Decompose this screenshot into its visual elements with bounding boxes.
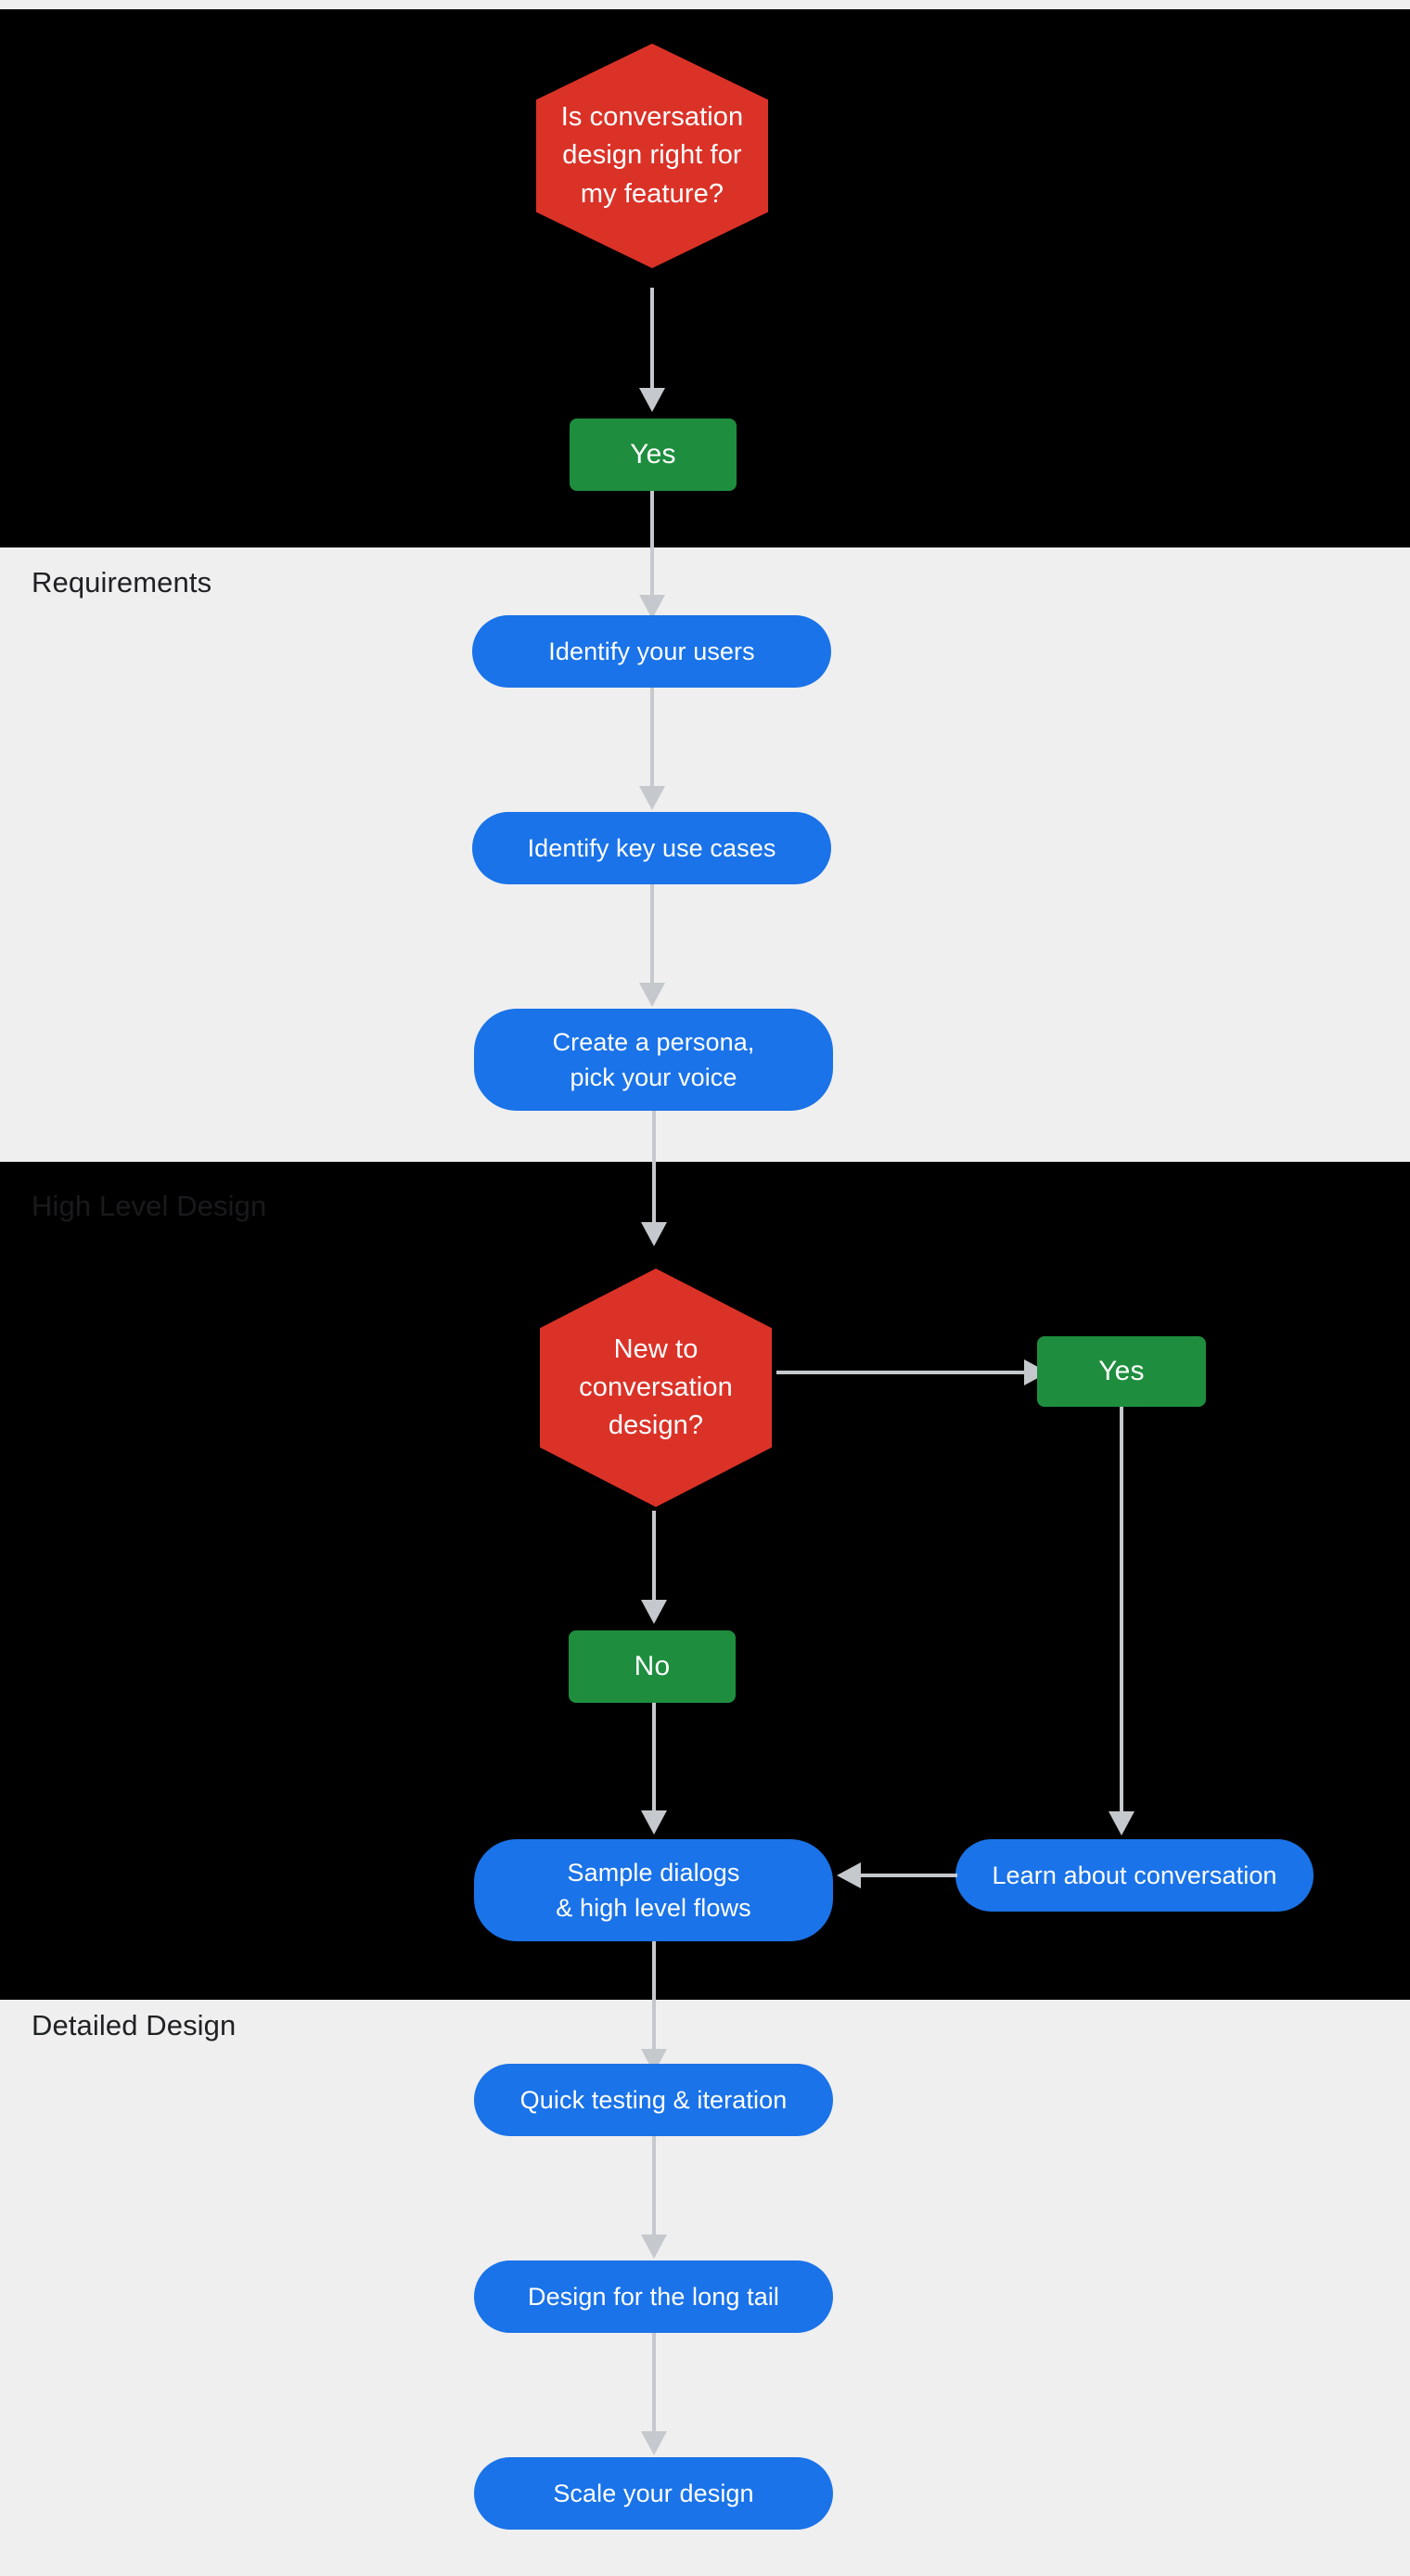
- sample-dialogs-line-1: Sample dialogs: [567, 1858, 740, 1887]
- sample-dialogs-line-2: & high level flows: [556, 1894, 751, 1922]
- arrowhead-yes2-to-learn-conversation: [1109, 1811, 1134, 1835]
- connector-identify-users-to-use-cases: [650, 688, 654, 790]
- connector-sample-dialogs-to-quick-testing: [652, 1941, 656, 2053]
- arrowhead-identify-users-to-use-cases: [639, 786, 665, 810]
- connector-use-cases-to-persona: [650, 884, 654, 986]
- section-title-high-level-design: High Level Design: [32, 1190, 267, 1222]
- connector-long-tail-to-scale-design: [652, 2333, 656, 2435]
- answer-node-yes-1[interactable]: Yes: [570, 419, 737, 491]
- step-node-design-for-the-long-tail[interactable]: Design for the long tail: [474, 2260, 833, 2333]
- arrowhead-learn-to-sample-dialogs: [837, 1862, 861, 1888]
- connector-decision2-to-no: [652, 1511, 656, 1604]
- arrowhead-persona-to-decision2: [641, 1222, 667, 1246]
- create-persona-line-2: pick your voice: [570, 1063, 737, 1091]
- decision-2-line-3: design?: [608, 1410, 704, 1441]
- arrowhead-quick-testing-to-long-tail: [641, 2235, 667, 2259]
- connector-decision1-to-yes1: [650, 288, 654, 392]
- arrowhead-long-tail-to-scale-design: [641, 2431, 667, 2455]
- arrowhead-yes1-to-identify-users: [639, 595, 665, 619]
- connector-yes1-to-identify-users: [650, 491, 654, 599]
- step-node-scale-your-design[interactable]: Scale your design: [474, 2457, 833, 2530]
- section-title-detailed-design: Detailed Design: [32, 2009, 237, 2041]
- decision-node-new-to-conversation-design[interactable]: New to conversation design?: [540, 1269, 772, 1507]
- step-node-identify-key-use-cases[interactable]: Identify key use cases: [472, 812, 831, 884]
- connector-quick-testing-to-long-tail: [652, 2136, 656, 2238]
- step-node-identify-your-users[interactable]: Identify your users: [472, 615, 831, 688]
- connector-decision2-to-yes2: [776, 1371, 1027, 1374]
- step-node-quick-testing-iteration[interactable]: Quick testing & iteration: [474, 2064, 833, 2136]
- answer-node-no[interactable]: No: [569, 1630, 736, 1703]
- step-node-create-persona-pick-voice[interactable]: Create a persona, pick your voice: [474, 1009, 833, 1111]
- arrowhead-no-to-sample-dialogs: [641, 1810, 667, 1835]
- decision-1-line-2: design right for: [562, 140, 742, 171]
- decision-1-line-1: Is conversation: [560, 102, 744, 133]
- create-persona-line-1: Create a persona,: [552, 1027, 755, 1056]
- answer-node-yes-2[interactable]: Yes: [1037, 1336, 1206, 1407]
- step-node-sample-dialogs-high-level-flows[interactable]: Sample dialogs & high level flows: [474, 1839, 833, 1941]
- arrowhead-use-cases-to-persona: [639, 983, 665, 1007]
- arrowhead-decision1-to-yes1: [639, 388, 665, 412]
- arrowhead-decision2-to-no: [641, 1600, 667, 1624]
- decision-1-line-3: my feature?: [580, 178, 724, 209]
- section-title-requirements: Requirements: [32, 566, 212, 599]
- decision-node-conversation-design-right[interactable]: Is conversation design right for my feat…: [536, 44, 768, 268]
- connector-yes2-to-learn-conversation: [1120, 1407, 1123, 1815]
- connector-persona-to-decision2: [652, 1111, 656, 1226]
- decision-2-line-1: New to: [613, 1333, 699, 1364]
- decision-2-line-2: conversation: [579, 1372, 733, 1402]
- connector-learn-to-sample-dialogs: [861, 1874, 957, 1877]
- step-node-learn-about-conversation[interactable]: Learn about conversation: [955, 1839, 1314, 1912]
- connector-no-to-sample-dialogs: [652, 1703, 656, 1814]
